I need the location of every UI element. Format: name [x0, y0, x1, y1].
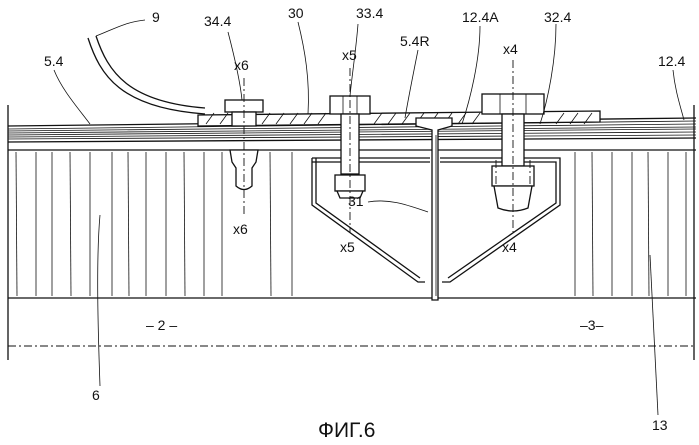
label-x5-bottom: x5 — [340, 239, 355, 255]
label-x6-bottom: x6 — [233, 221, 248, 237]
hatch-line — [648, 152, 649, 296]
label-12-4: 12.4 — [658, 53, 685, 69]
figure-caption: ФИГ.6 — [318, 419, 375, 442]
labels: 9 5.4 34.4 30 33.4 5.4R 12.4A 32.4 12.4 … — [44, 5, 685, 442]
label-region-2: – 2 – — [146, 317, 177, 333]
label-6: 6 — [92, 387, 100, 403]
label-32-4: 32.4 — [544, 9, 571, 25]
hatch-line — [184, 152, 185, 296]
label-x6-top: x6 — [234, 57, 249, 73]
label-5-4R: 5.4R — [400, 33, 430, 49]
hatch-line — [16, 152, 17, 296]
label-x4-bottom: x4 — [502, 239, 517, 255]
bracket-left — [312, 158, 430, 282]
label-34-4: 34.4 — [204, 13, 231, 29]
label-12-4A: 12.4A — [462, 9, 499, 25]
hatch-line — [70, 152, 71, 296]
seal-9 — [88, 36, 205, 114]
label-9: 9 — [152, 9, 160, 25]
label-x4-top: x4 — [503, 41, 518, 57]
bolt-32-4 — [482, 60, 544, 232]
label-x5-top: x5 — [342, 47, 357, 63]
hatch-line — [592, 152, 593, 296]
label-30: 30 — [288, 5, 304, 21]
label-31: 31 — [348, 193, 364, 209]
hatch-line — [128, 152, 129, 296]
hatch-line — [270, 152, 271, 296]
label-33-4: 33.4 — [356, 5, 383, 21]
leader-lines — [54, 20, 684, 415]
label-region-3: –3– — [580, 317, 604, 333]
profile-31 — [416, 118, 452, 300]
fastener-34-4 — [225, 78, 263, 215]
label-13: 13 — [652, 417, 668, 433]
label-5-4: 5.4 — [44, 53, 64, 69]
